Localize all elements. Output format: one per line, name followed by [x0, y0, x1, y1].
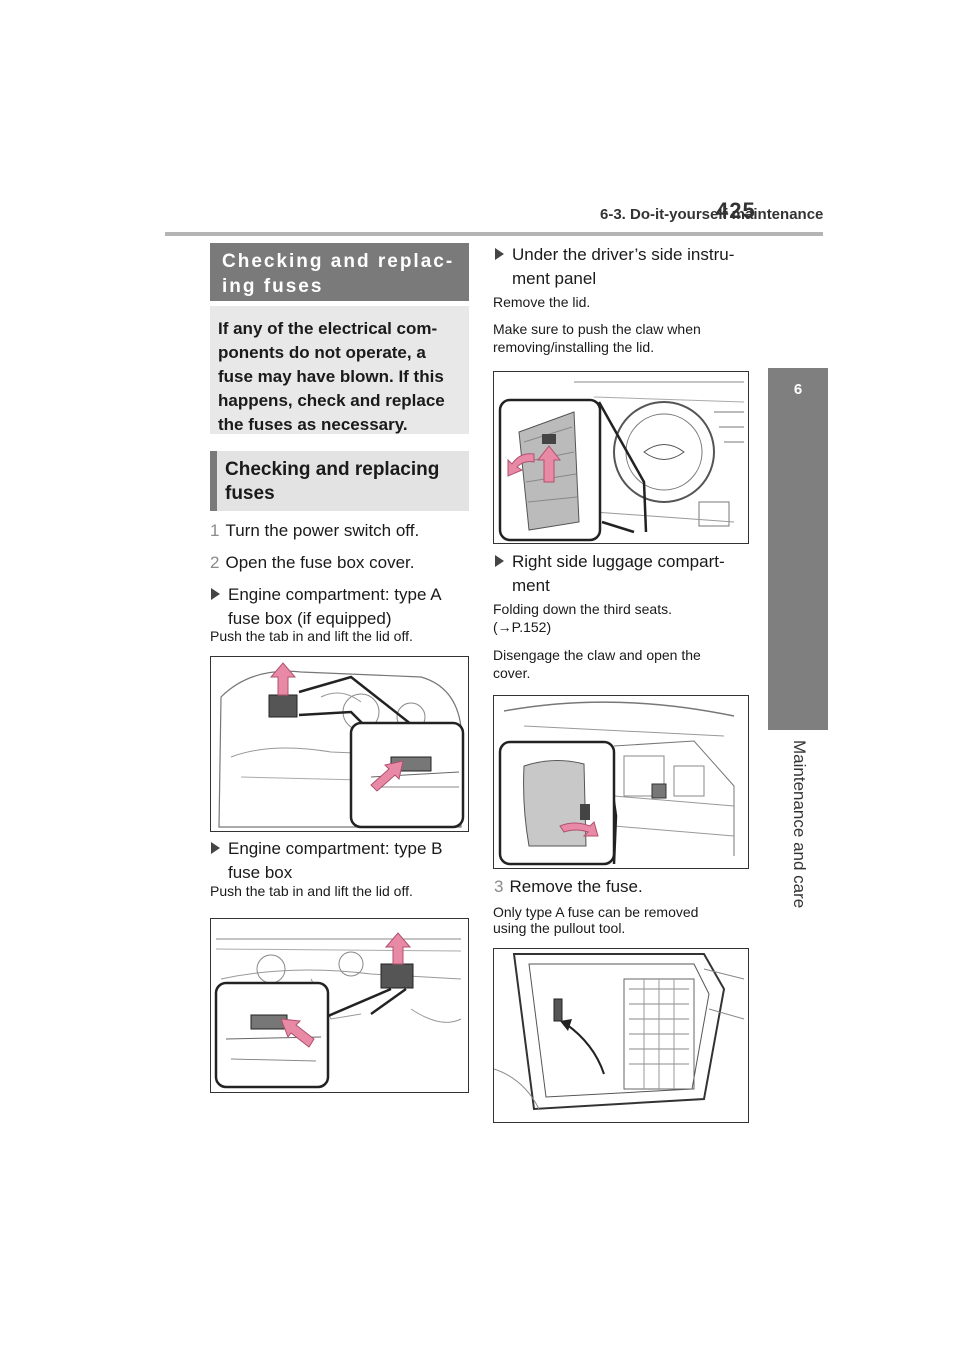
chapter-tab	[768, 368, 828, 730]
note-remove-fuse: Only type A fuse can be removed using th…	[493, 904, 699, 936]
bullet-triangle-icon	[495, 555, 504, 567]
bullet-line: ment panel	[512, 269, 597, 288]
step-number: 2	[210, 553, 220, 572]
bullet-line: Under the driver’s side instru-	[512, 245, 735, 264]
bullet-line: fuse box	[228, 863, 293, 882]
subheading-box: Checking and replacing fuses	[210, 451, 469, 511]
bullet-triangle-icon	[495, 248, 504, 260]
bullet-line: Engine compartment: type B	[228, 839, 443, 858]
bullet-line: Right side luggage compart-	[512, 552, 725, 571]
step-number: 1	[210, 521, 220, 540]
section-title: 6-3. Do-it-yourself maintenance	[600, 206, 824, 223]
chapter-title: Maintenance and care	[790, 740, 809, 909]
step-text: Turn the power switch off.	[225, 521, 420, 540]
figure-luggage-cover	[493, 695, 749, 869]
step-number: 3	[494, 877, 504, 896]
figure-type-a-fuse-box	[210, 656, 469, 832]
step-1: 1 Turn the power switch off.	[210, 519, 419, 543]
subheading: Checking and replacing fuses	[225, 459, 440, 504]
bullet-line: ment	[512, 576, 550, 595]
subheading-bar	[210, 451, 217, 511]
chapter-number: 6	[793, 381, 803, 398]
bullet-line: Engine compartment: type A	[228, 585, 442, 604]
main-heading: Checking and replac- ing fuses	[222, 251, 455, 297]
header-rule	[165, 232, 823, 236]
bullet-line: fuse box (if equipped)	[228, 609, 392, 628]
note-type-a: Push the tab in and lift the lid off.	[210, 628, 413, 644]
step-3: 3 Remove the fuse.	[494, 875, 643, 899]
note-instrument-panel-1: Remove the lid.	[493, 294, 591, 310]
note-instrument-panel-2: Make sure to push the claw when removing…	[493, 321, 701, 355]
note-type-b: Push the tab in and lift the lid off.	[210, 883, 413, 899]
figure-fuse-removal	[493, 948, 749, 1123]
page-number: 425	[716, 198, 756, 223]
bullet-triangle-icon	[211, 588, 220, 600]
note-luggage-1: Folding down the third seats. (→P.152)	[493, 601, 672, 635]
note-luggage-2: Disengage the claw and open the cover.	[493, 647, 701, 681]
step-text: Open the fuse box cover.	[225, 553, 415, 572]
bullet-triangle-icon	[211, 842, 220, 854]
figure-type-b-fuse-box	[210, 918, 469, 1093]
intro-box: If any of the electrical com- ponents do…	[210, 306, 469, 434]
step-text: Remove the fuse.	[509, 877, 643, 896]
figure-instrument-panel-lid	[493, 371, 749, 544]
intro-text: If any of the electrical com- ponents do…	[218, 319, 445, 434]
chapter-title-vertical: Maintenance and care	[786, 740, 812, 920]
main-heading-box: Checking and replac- ing fuses	[210, 243, 469, 301]
step-2: 2 Open the fuse box cover.	[210, 551, 414, 575]
